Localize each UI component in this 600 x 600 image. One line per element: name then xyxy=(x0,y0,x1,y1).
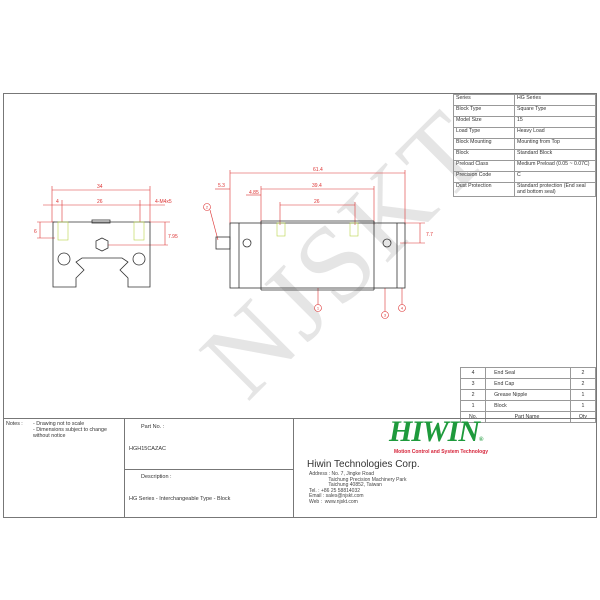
company-cell: HIWIN® Motion Control and System Technol… xyxy=(293,415,597,518)
svg-text:3: 3 xyxy=(384,313,387,318)
description-value: HG Series - Interchangeable Type - Block xyxy=(129,496,231,502)
dim-26-side: 26 xyxy=(314,199,320,205)
balloon-3 xyxy=(381,311,389,319)
dim-7-95: 7.95 xyxy=(168,234,178,240)
company-tagline: Motion Control and System Technology xyxy=(394,449,489,455)
dim-thread: 4-M4x5 xyxy=(155,199,172,205)
dim-39-4: 39.4 xyxy=(312,183,322,189)
hiwin-logo: HIWIN® xyxy=(389,415,484,448)
balloon-1 xyxy=(314,304,322,312)
svg-text:1: 1 xyxy=(317,306,320,311)
balloon-4 xyxy=(398,304,406,312)
part-no-label: Part No. : xyxy=(141,424,165,430)
dim-5-3: 5.3 xyxy=(218,183,225,189)
notes-cell: Notes : - Drawing not to scale - Dimensi… xyxy=(3,419,125,518)
svg-text:4: 4 xyxy=(401,306,404,311)
company-address: Address : No. 7, Jingke Road Taichung Pr… xyxy=(309,471,407,505)
drawing-frame xyxy=(3,93,597,518)
dim-34: 34 xyxy=(97,184,103,190)
description-cell: Description : HG Series - Interchangeabl… xyxy=(125,469,294,518)
dim-26: 26 xyxy=(97,199,103,205)
dim-4-85: 4.85 xyxy=(249,190,259,196)
balloon-2 xyxy=(203,203,211,211)
dim-4: 4 xyxy=(56,199,59,205)
svg-text:2: 2 xyxy=(206,205,209,210)
company-name: Hiwin Technologies Corp. xyxy=(307,459,420,470)
title-block: Notes : - Drawing not to scale - Dimensi… xyxy=(3,415,597,519)
description-label: Description : xyxy=(141,474,172,480)
dim-61-4: 61.4 xyxy=(313,167,323,173)
dim-6: 6 xyxy=(34,229,37,235)
part-no-value: HGH15CAZAC xyxy=(129,446,166,452)
front-view-drawing: 34 26 4 4-M4x5 6 7.95 xyxy=(34,184,178,288)
dim-7-7: 7.7 xyxy=(426,232,433,238)
side-view-drawing: 61.4 39.4 26 5.3 4.85 7.7 1 2 3 4 xyxy=(203,167,433,319)
part-no-cell: Part No. : HGH15CAZAC xyxy=(125,419,294,470)
